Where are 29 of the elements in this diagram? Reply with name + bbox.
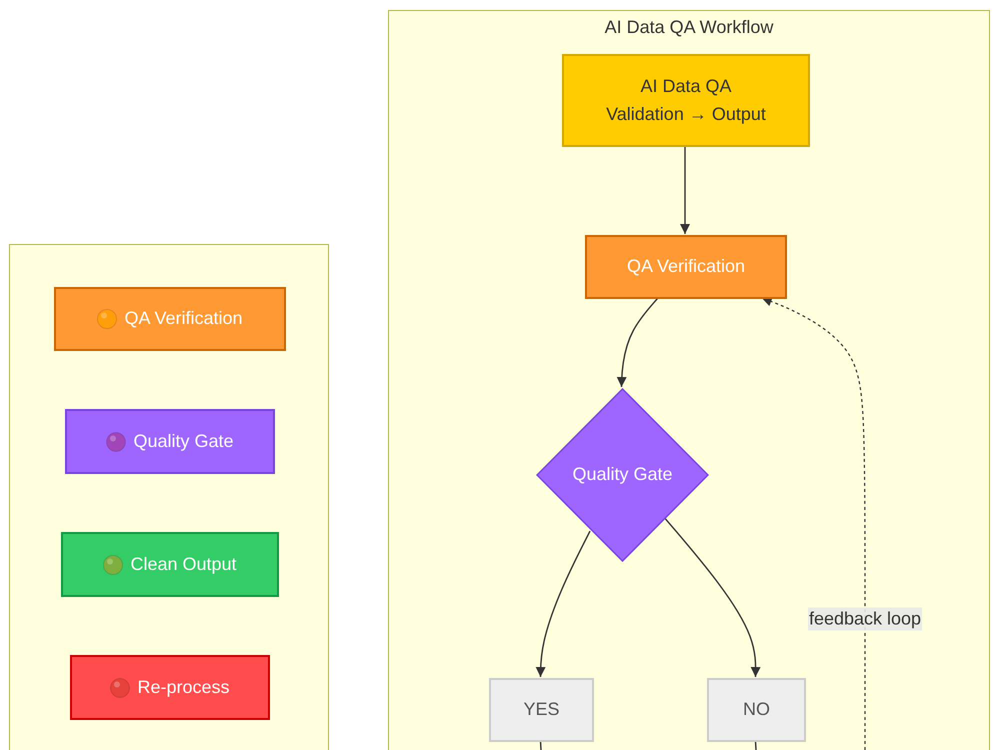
node-label: QA Verification <box>124 307 243 330</box>
connector-line <box>540 740 542 750</box>
outcome-box <box>489 678 594 742</box>
arrow <box>762 296 866 750</box>
decision-diamond <box>536 388 709 562</box>
node-label: Clean Output <box>130 552 237 576</box>
node-label: NO <box>743 698 770 722</box>
legend-box <box>61 532 279 597</box>
outcome-box <box>707 678 806 742</box>
arrow <box>536 530 591 678</box>
start-box <box>562 54 810 147</box>
node-label: YES <box>523 698 560 722</box>
node-label: QA Verification <box>626 255 746 278</box>
node-label: AI Data QA Validation → Output <box>605 74 767 126</box>
legend-box <box>70 655 270 720</box>
process-box <box>585 235 787 299</box>
legend-box <box>54 287 286 351</box>
arrow <box>616 298 658 388</box>
arrow <box>680 146 690 234</box>
group-panel <box>9 244 329 750</box>
node-label: Re-process <box>137 676 230 699</box>
edge-label: feedback loop <box>808 608 922 630</box>
node-label: Quality Gate <box>133 430 234 453</box>
group-panel <box>388 10 990 750</box>
connector-line <box>754 740 757 750</box>
arrow <box>664 518 761 677</box>
legend-box <box>65 409 275 474</box>
node-label: Quality Gate <box>572 463 673 486</box>
group-title: AI Data QA Workflow <box>604 17 774 38</box>
